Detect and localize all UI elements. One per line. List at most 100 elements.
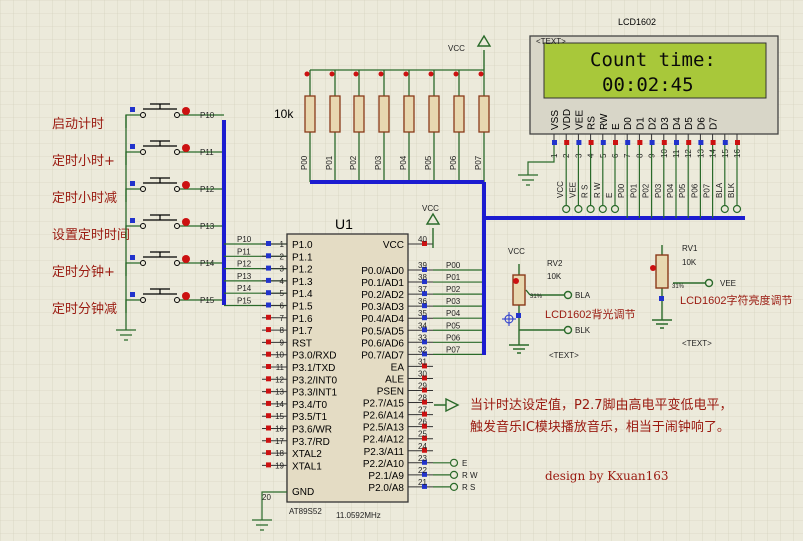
mcu-pin-name: P2.3/A11 — [364, 447, 405, 458]
mcu-pin-number: 31 — [418, 357, 427, 366]
pullup-resistor — [403, 95, 415, 133]
mcu-pin-marker — [422, 315, 427, 321]
lcd-pin-marker — [637, 140, 643, 145]
lcd-line-2: 00:02:45 — [602, 74, 694, 96]
mcu-pin-name: P0.1/AD1 — [361, 278, 404, 289]
mcu-pin-name: P1.1 — [292, 252, 313, 263]
lcd-net-label: P03 — [654, 183, 663, 198]
lcd-pin-name: D3 — [660, 117, 671, 130]
mcu-pin-name: P0.0/AD0 — [361, 266, 404, 277]
rv2-tap: 31% — [530, 294, 543, 300]
mcu-pin-marker — [422, 471, 427, 477]
button-pin-dot — [182, 181, 190, 189]
lcd-pin-name: VEE — [574, 110, 585, 130]
button-pin-dot — [182, 218, 190, 226]
button-contact — [174, 186, 180, 192]
mcu-pin-name: P2.6/A14 — [363, 411, 405, 422]
pullup-net-label: P00 — [300, 155, 309, 170]
mcu-pin-name: P1.5 — [292, 302, 313, 313]
rv2-caption: LCD1602背光调节 — [545, 307, 635, 321]
mcu-pin-number: 33 — [418, 333, 427, 342]
mcu-pin-name: P2.7/A15 — [363, 399, 405, 410]
mcu-net-label: R S — [462, 483, 475, 492]
button-actuator — [143, 288, 177, 295]
rv1-caption: LCD1602字符亮度调节 — [680, 293, 792, 307]
mcu-pin-number: 5 — [280, 289, 285, 298]
mcu-pin-marker — [422, 303, 427, 309]
button-contact — [140, 149, 146, 155]
lcd-net-label: R S — [581, 185, 590, 198]
lcd-pin-name: VDD — [562, 109, 573, 130]
button-actuator — [143, 140, 177, 147]
button-contact — [174, 223, 180, 229]
mcu-net-terminal — [449, 482, 459, 491]
bus-net-label: P10 — [237, 235, 252, 244]
lcd-pin-marker — [600, 140, 606, 145]
lcd-net-label: P04 — [666, 183, 675, 198]
mcu-pin-marker — [266, 376, 271, 382]
mcu-net-label: P04 — [446, 309, 461, 318]
lcd-pin-name: D7 — [709, 117, 720, 130]
mcu-pin-marker — [266, 462, 271, 468]
lcd-pin-marker — [613, 140, 618, 145]
bus-net-label: P12 — [237, 260, 252, 269]
pullup-pin-dot — [428, 71, 434, 77]
mcu-pin-name: P0.6/AD6 — [361, 338, 404, 349]
mcu-pin-marker — [266, 290, 271, 296]
mcu-pin-marker — [422, 363, 427, 369]
lcd-net-label: BLK — [727, 182, 736, 198]
mcu-body — [286, 233, 409, 503]
mcu-pin-name: P0.5/AD5 — [361, 326, 404, 337]
rv1-tap: 31% — [672, 284, 685, 290]
mcu-pin-name: P1.7 — [292, 326, 313, 337]
lcd-net-label: VCC — [556, 181, 565, 198]
mcu-pin-number: 16 — [275, 425, 284, 434]
lcd-net-label: P07 — [703, 183, 712, 198]
mcu-pin-marker — [266, 437, 271, 443]
lcd1602-module: VSS1VDD2VCCVEE3VEERS4R SRW5R WE6ED07P00D… — [518, 35, 779, 218]
mcu-pin-marker — [266, 351, 271, 357]
pullup-net-label: P05 — [424, 155, 433, 170]
mcu-pin-marker — [422, 279, 427, 285]
pushbutton-array: 启动计时P10定时小时+P11定时小时减P12设置定时时间P13定时分钟+P14… — [52, 103, 224, 341]
button-pin-dot — [182, 255, 190, 263]
pullup-resistor — [304, 95, 316, 133]
mcu-pin-number: 23 — [418, 454, 427, 463]
mcu-pin-name: P2.0/A8 — [368, 483, 404, 494]
rv2-potentiometer — [509, 264, 573, 354]
pullup-pin-dot — [453, 71, 459, 77]
mcu-pin-name: P2.1/A9 — [368, 471, 404, 482]
lcd-title: LCD1602 — [618, 17, 656, 27]
mcu-pin-name: P1.2 — [292, 265, 313, 276]
mcu-pin-marker — [422, 291, 427, 297]
button-label: 定时小时+ — [52, 154, 115, 169]
pullup-net-label: P01 — [325, 155, 334, 170]
mcu-pin-marker — [422, 459, 427, 465]
mcu-pin-marker — [266, 327, 271, 333]
mcu-pin-marker — [266, 364, 271, 369]
lcd-text-tag: <TEXT> — [536, 37, 566, 46]
button-ground — [116, 115, 136, 341]
mcu-pin-marker — [266, 339, 271, 345]
button-pin-square — [130, 218, 135, 223]
mcu-net-terminal — [449, 458, 459, 467]
mcu-pin-number: 11 — [276, 363, 285, 372]
button-net-label: P13 — [200, 222, 215, 231]
mcu-pin-number: 32 — [418, 345, 427, 354]
button-contact — [174, 149, 180, 155]
button-pin-dot — [182, 144, 190, 152]
button-actuator — [143, 177, 177, 184]
lcd-pin-name: D0 — [623, 117, 634, 130]
mcu-pin-number: 24 — [418, 442, 427, 451]
mcu-pin-number: 2 — [280, 252, 285, 261]
mcu-pin-marker — [422, 435, 427, 441]
button-net-label: P14 — [200, 259, 215, 268]
mcu-pin-name: VCC — [383, 240, 404, 251]
button-contact — [174, 260, 180, 266]
mcu-pin-name: XTAL2 — [292, 449, 322, 460]
mcu-net-label: P01 — [446, 273, 461, 282]
button-contact — [140, 186, 146, 192]
mcu-net-label: P03 — [446, 297, 461, 306]
lcd-net-terminal — [720, 204, 729, 214]
